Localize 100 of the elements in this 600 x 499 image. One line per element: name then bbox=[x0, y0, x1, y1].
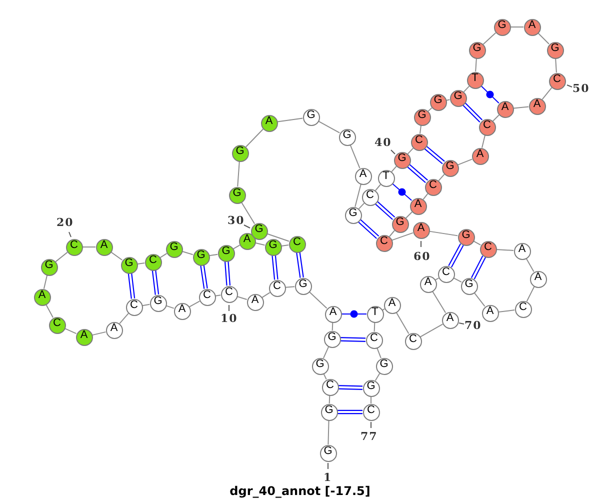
backbone-line bbox=[328, 395, 330, 404]
nucleotide: C bbox=[66, 238, 82, 256]
nucleotide: G bbox=[344, 206, 362, 224]
backbone-line bbox=[432, 290, 446, 314]
nucleotide: A bbox=[472, 148, 488, 164]
position-number: 70 bbox=[464, 320, 482, 332]
backbone-line bbox=[188, 300, 200, 308]
backbone-line bbox=[472, 240, 482, 246]
backbone-line bbox=[208, 254, 218, 256]
nucleotide: G bbox=[320, 444, 336, 462]
nucleotide: G bbox=[228, 186, 246, 204]
nucleotide: C bbox=[322, 378, 338, 396]
backbone-line bbox=[370, 396, 372, 404]
nucleotide: A bbox=[174, 302, 190, 320]
nucleotide: C bbox=[376, 234, 392, 252]
nucleotide: G bbox=[394, 152, 410, 168]
nucleotide: C bbox=[126, 298, 142, 316]
nucleotide: C bbox=[438, 266, 454, 282]
backbone-line bbox=[266, 233, 290, 242]
nucleotide: A bbox=[530, 270, 546, 288]
nucleotide: G bbox=[392, 216, 408, 232]
nucleotide: A bbox=[96, 238, 112, 256]
base-pair-line bbox=[224, 260, 231, 286]
nucleotide: A bbox=[384, 296, 400, 314]
backbone-line bbox=[166, 305, 174, 309]
nucleotide: A bbox=[524, 18, 540, 36]
nucleotide: G bbox=[150, 294, 166, 312]
nucleotide: G bbox=[442, 160, 458, 176]
nucleotide: G bbox=[458, 228, 474, 246]
backbone-line bbox=[526, 258, 534, 272]
position-number: 40 bbox=[374, 137, 392, 149]
nucleotide: A bbox=[324, 306, 342, 322]
base-pair-line bbox=[462, 102, 483, 123]
nucleotide: G bbox=[312, 358, 328, 374]
nucleotide: G bbox=[546, 42, 564, 58]
backbone-line bbox=[318, 120, 340, 134]
backbone-line bbox=[474, 292, 486, 307]
nucleotide: A bbox=[482, 304, 498, 322]
nucleotide: C bbox=[366, 332, 382, 348]
backbone-line bbox=[82, 246, 96, 248]
backbone-line bbox=[457, 158, 473, 166]
backbone-line bbox=[496, 249, 514, 251]
backbone-line bbox=[374, 322, 376, 332]
backbone-line bbox=[482, 134, 486, 148]
position-number: 50 bbox=[572, 83, 590, 95]
backbone-line bbox=[358, 202, 365, 210]
nucleotide: G bbox=[264, 238, 282, 256]
base-pair-line bbox=[340, 337, 366, 342]
nucleotide: G bbox=[294, 278, 312, 294]
nucleotide: A bbox=[246, 294, 264, 310]
base-pair-line bbox=[406, 164, 428, 184]
nucleotide: A bbox=[496, 100, 514, 118]
backbone-line bbox=[280, 244, 290, 246]
backbone-line bbox=[391, 166, 397, 172]
nucleotide: C bbox=[480, 240, 496, 258]
nucleotide: G bbox=[120, 256, 138, 274]
position-number: 77 bbox=[360, 431, 378, 443]
base-pair-line bbox=[200, 264, 208, 290]
diagram-title: dgr_40_annot [-17.5] bbox=[230, 484, 370, 498]
nucleotide: C bbox=[404, 332, 422, 350]
nucleotide: G bbox=[320, 404, 338, 420]
position-number: 10 bbox=[220, 313, 238, 325]
backbone-line bbox=[110, 251, 123, 261]
nucleotide: C bbox=[288, 236, 306, 252]
backbone-line bbox=[237, 160, 240, 188]
base-pair-line bbox=[336, 410, 364, 414]
nucleotide: G bbox=[468, 42, 486, 58]
backbone-line bbox=[240, 202, 256, 224]
nucleotide: A bbox=[260, 114, 278, 132]
base-pair-line bbox=[392, 183, 412, 201]
backbone-line bbox=[542, 87, 552, 100]
backbone-line bbox=[482, 32, 496, 45]
backbone-line bbox=[374, 372, 380, 382]
nucleotide: G bbox=[324, 330, 340, 348]
base-pair-line bbox=[424, 146, 446, 164]
nucleotide: C bbox=[268, 280, 286, 296]
nucleotide: A bbox=[514, 242, 530, 260]
nucleotide: G bbox=[166, 240, 182, 258]
nucleotide: C bbox=[424, 178, 442, 196]
nucleotide: A bbox=[420, 276, 436, 292]
nucleotide: C bbox=[220, 286, 238, 302]
backbone-line bbox=[434, 278, 440, 280]
backbone-line bbox=[142, 304, 150, 306]
backbone-line bbox=[160, 252, 168, 258]
nucleotide: G bbox=[232, 144, 248, 162]
nucleotide: T bbox=[378, 170, 394, 186]
base-pair-line bbox=[470, 255, 486, 280]
backbone-line bbox=[475, 58, 477, 72]
nucleotide: G bbox=[40, 258, 58, 276]
nucleotide: C bbox=[362, 404, 380, 420]
nucleotide: A bbox=[76, 328, 92, 346]
position-number: 30 bbox=[228, 215, 245, 227]
backbone-line bbox=[308, 291, 328, 309]
nucleotide: A bbox=[442, 312, 458, 328]
nucleotide: A bbox=[412, 222, 430, 238]
nucleotide: C bbox=[548, 72, 566, 90]
base-pair-line bbox=[480, 85, 500, 104]
backbone-line bbox=[498, 310, 516, 312]
base-pair-line bbox=[448, 243, 464, 268]
backbone-line bbox=[538, 32, 550, 44]
